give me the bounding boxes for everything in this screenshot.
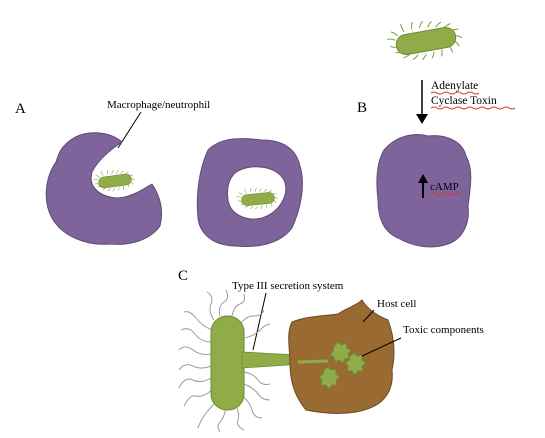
phagocyte-engulfing (45, 132, 163, 245)
bacterium-icon (210, 315, 245, 411)
arrow-down-head (416, 114, 428, 124)
panel-a-letter: A (15, 101, 26, 117)
macrophage-label: Macrophage/neutrophil (107, 99, 210, 111)
secretion-leader-line (252, 292, 267, 351)
bacterium-icon (92, 166, 137, 194)
needle-tip (297, 359, 329, 364)
phagocyte-vacuole-cell (196, 138, 303, 247)
spellcheck-underline (430, 91, 480, 95)
panel-c-letter: C (178, 268, 188, 284)
bacterium-icon (384, 13, 466, 66)
phagosome-vacuole (227, 166, 287, 220)
toxic-leader-line (361, 337, 402, 357)
host-cell-leader-line (362, 309, 375, 323)
toxin-label-line1: Adenylate (431, 80, 478, 92)
toxic-components-label: Toxic components (403, 324, 484, 336)
toxic-components (318, 341, 367, 390)
flagella (178, 289, 271, 433)
host-cell-label: Host cell (377, 298, 416, 310)
spellcheck-underline (430, 106, 516, 110)
camp-label: cAMP (430, 181, 459, 193)
panel-b-letter: B (357, 100, 367, 116)
arrow-up-head (418, 174, 428, 183)
toxin-label-line2: Cyclase Toxin (431, 95, 497, 107)
secretion-system-label: Type III secretion system (232, 280, 344, 292)
spellcheck-underline (429, 192, 461, 196)
